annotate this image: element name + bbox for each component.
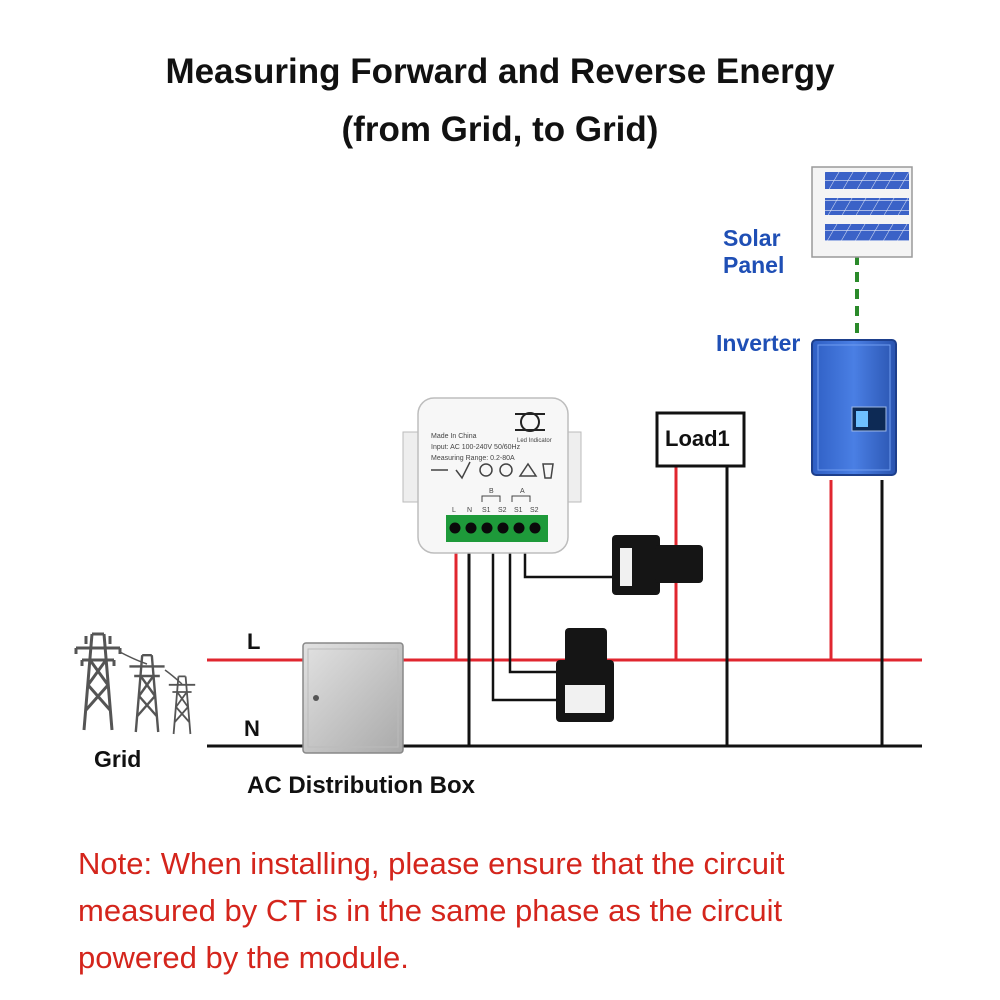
module-made-in: Made In China xyxy=(431,433,477,440)
solar-panel-label: Solar Panel xyxy=(723,225,784,279)
ct-clamp-b-icon xyxy=(556,628,614,722)
note-line-3: powered by the module. xyxy=(78,940,409,975)
note-line-1: Note: When installing, please ensure tha… xyxy=(78,846,785,881)
line-n-label: N xyxy=(244,716,260,741)
terminal-label: S2 xyxy=(530,507,539,514)
note-line-2: measured by CT is in the same phase as t… xyxy=(78,893,783,928)
distribution-box-label: AC Distribution Box xyxy=(247,772,475,799)
solar-panel-icon xyxy=(811,166,913,258)
terminal-label: S1 xyxy=(482,507,491,514)
ct-b-wire xyxy=(491,550,558,702)
module-channel-b: B xyxy=(489,488,494,495)
ct-b-wire-2 xyxy=(508,550,558,674)
installation-note: Note: When installing, please ensure tha… xyxy=(78,840,938,981)
load1-box xyxy=(655,411,746,468)
solar-label-line-2: Panel xyxy=(723,252,785,278)
ac-distribution-box-icon xyxy=(302,642,404,754)
line-l-label: L xyxy=(247,629,261,654)
terminal-label: S1 xyxy=(514,507,523,514)
terminal-label: S2 xyxy=(498,507,507,514)
ct-a-wire xyxy=(523,550,612,579)
title-line-2: (from Grid, to Grid) xyxy=(341,110,659,149)
inverter-icon xyxy=(811,339,897,476)
ct-clamp-a-icon xyxy=(612,535,703,595)
module-led-label: Led Indicator xyxy=(517,438,552,444)
solar-label-line-1: Solar xyxy=(723,225,781,251)
grid-tower-icon xyxy=(74,632,196,735)
terminal-label: L xyxy=(452,507,456,514)
title-line-1: Measuring Forward and Reverse Energy xyxy=(165,52,835,91)
module-range: Measuring Range: 0.2-80A xyxy=(431,455,515,462)
grid-label: Grid xyxy=(94,746,142,772)
energy-meter-module-icon xyxy=(402,397,582,554)
load1-label: Load1 xyxy=(665,426,730,451)
terminal-label: N xyxy=(467,507,472,514)
inverter-label: Inverter xyxy=(716,330,801,356)
module-channel-a: A xyxy=(520,488,525,495)
module-input: Input: AC 100-240V 50/60Hz xyxy=(431,444,521,451)
